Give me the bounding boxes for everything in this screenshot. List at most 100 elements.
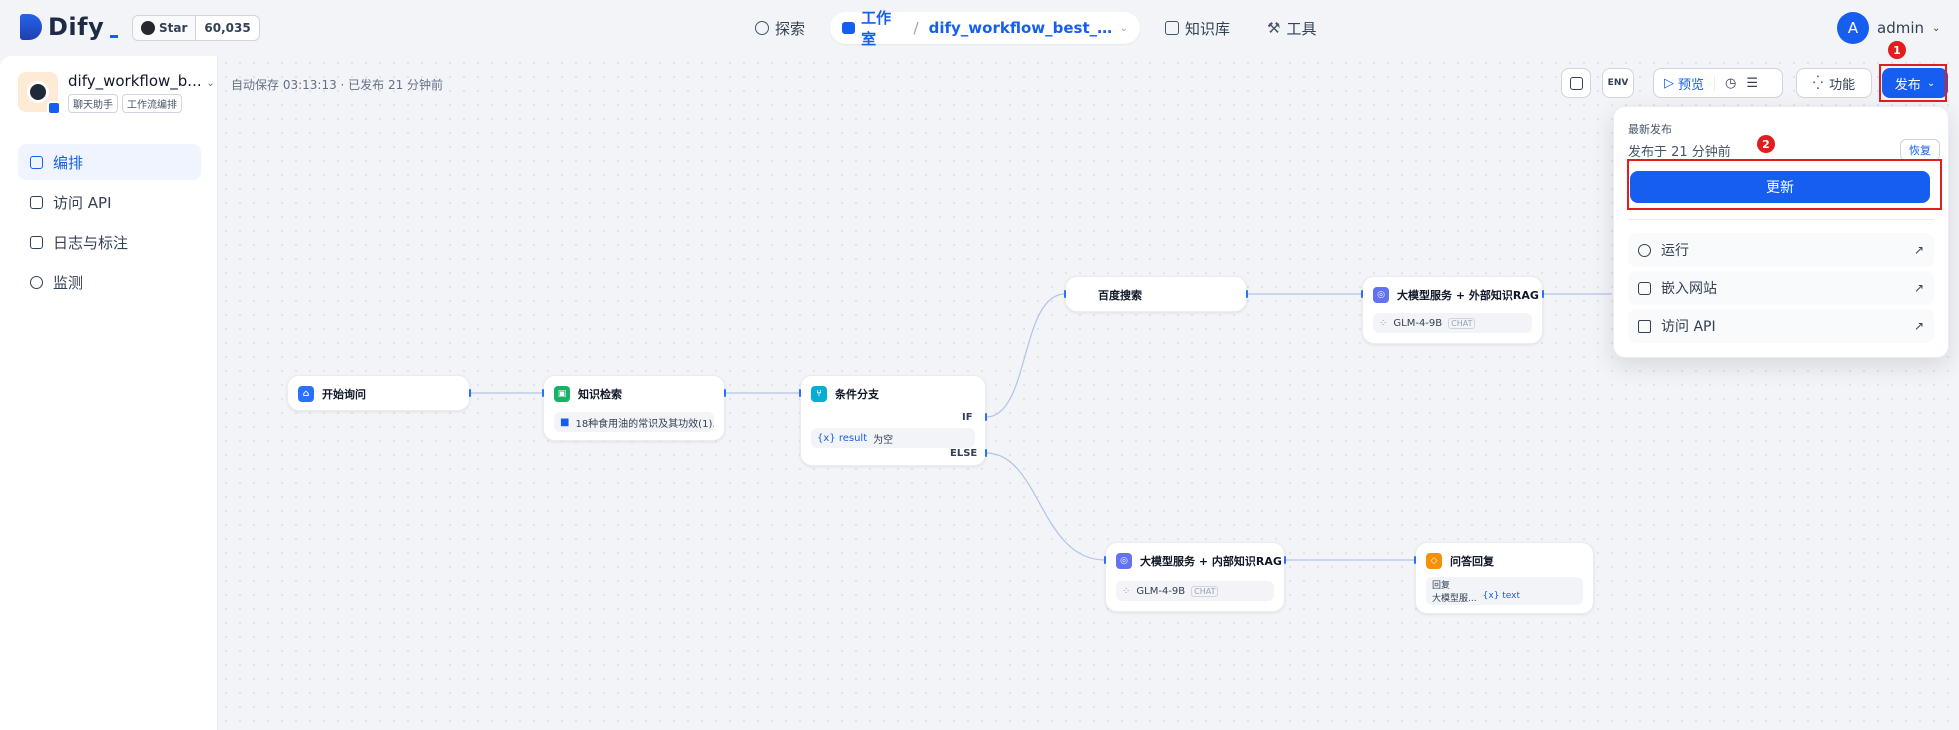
node-handle[interactable] [1542,290,1544,298]
app-info[interactable]: dify_workflow_b... ⌄ 聊天助手 工作流编排 [18,72,215,115]
layout-icon [30,155,43,169]
node-handle[interactable] [1361,290,1363,298]
node-handle[interactable] [985,413,987,421]
user-menu[interactable]: A admin ⌄ [1837,12,1940,44]
edge-if-baidu [985,293,1066,418]
dashboard-icon [30,275,43,289]
highlight-publish [1879,64,1947,102]
sidebar-menu: 编排 访问 API 日志与标注 监测 [18,144,201,304]
home-icon: ⌂ [298,386,314,402]
preview-button[interactable]: ▷预览 [1664,75,1705,93]
node-handle[interactable] [1414,556,1416,564]
node-handle[interactable] [469,389,471,397]
user-name: admin [1877,19,1924,37]
restore-button[interactable]: 恢复 [1900,139,1940,161]
star-count: 60,035 [204,21,251,35]
sidebar-item-label: 监测 [53,273,84,292]
checklist-icon [1569,76,1583,90]
robot-icon [842,22,856,34]
update-button[interactable]: 更新 [1630,171,1930,203]
play-circle-icon [1638,243,1651,257]
answer-label: 回复 [1432,581,1451,591]
node-knowledge-retrieval[interactable]: ▣知识检索 ■18种食用油的常识及其功效(1).... [543,375,725,441]
checklist-button[interactable] [1561,68,1591,98]
node-handle[interactable] [985,449,987,457]
node-handle[interactable] [1284,556,1286,564]
book-icon [1165,21,1179,35]
node-title: 大模型服务 + 外部知识RAG [1397,289,1539,302]
dify-logo-mark [20,14,42,40]
sidebar-item-logs[interactable]: 日志与标注 [18,224,201,260]
answer-var-ref: 大模型服...{x} text [1432,591,1520,604]
publish-button[interactable]: 发布⌄ [1882,68,1948,98]
sidebar-item-monitor[interactable]: 监测 [18,264,201,300]
checklist-list-icon[interactable]: ☰ [1746,75,1759,91]
else-label: ELSE [950,448,978,459]
app-tag: 工作流编排 [122,94,182,113]
nav-knowledge[interactable]: 知识库 [1165,12,1230,44]
latest-publish-title: 最新发布 [1628,123,1672,136]
node-handle[interactable] [724,389,726,397]
env-label: ENV [1607,78,1629,88]
chevron-down-icon: ⌄ [1119,22,1128,34]
play-icon: ▷ [1664,75,1674,91]
published-time: 发布于 21 分钟前 [1628,145,1731,160]
nav-explore[interactable]: 探索 [755,12,805,44]
avatar: A [1837,12,1869,44]
app-name: dify_workflow_b... ⌄ [68,72,215,90]
nav-separator: / [913,19,919,37]
nav-tools-label: 工具 [1286,19,1317,38]
history-icon[interactable]: ◷ [1725,75,1737,91]
logo-underscore [110,34,119,38]
book-open-icon: ▣ [554,386,570,402]
star-label: Star [159,21,188,35]
arrow-up-right-icon: ↗ [1913,319,1924,333]
answer-icon: ◇ [1426,553,1442,569]
github-icon [141,21,155,35]
file-icon [1638,319,1651,333]
node-handle[interactable] [1246,290,1248,298]
nav-studio[interactable]: 工作室 / dify_workflow_best_pra... ⌄ [830,9,1140,48]
nav-studio-label: 工作室 [861,9,892,48]
embed-icon [1638,281,1651,295]
publish-panel: 最新发布 发布于 21 分钟前 恢复 更新 运行 ↗ 嵌入网站 ↗ 访问 API… [1613,106,1949,358]
node-start[interactable]: ⌂开始询问 [287,375,470,411]
embed-website-action[interactable]: 嵌入网站 ↗ [1628,271,1934,305]
hammer-icon: ⚒ [1267,19,1281,37]
dify-logo[interactable]: Dify [20,13,119,41]
autosave-status: 自动保存 03:13:13 · 已发布 21 分钟前 [231,78,444,92]
node-handle[interactable] [799,389,801,397]
nav-tools[interactable]: ⚒ 工具 [1267,12,1316,44]
sidebar-item-api[interactable]: 访问 API [18,184,201,220]
sidebar-item-label: 编排 [53,153,84,172]
run-action[interactable]: 运行 ↗ [1628,233,1934,267]
node-baidu-search[interactable]: 百度搜索 [1065,276,1247,312]
preview-group: ▷预览 ◷ ☰ [1653,68,1783,98]
terminal-icon [30,195,43,209]
node-handle[interactable] [1064,290,1066,298]
sidebar-item-orchestrate[interactable]: 编排 [18,144,201,180]
divider [1628,219,1934,220]
env-button[interactable]: ENV [1602,68,1634,98]
node-title: 条件分支 [835,388,879,401]
divider [1714,75,1716,91]
features-button[interactable]: ⁛功能 [1796,68,1872,98]
node-answer[interactable]: ◇问答回复 回复 大模型服...{x} text [1415,542,1594,614]
app-sidebar: dify_workflow_b... ⌄ 聊天助手 工作流编排 编排 访问 AP… [0,56,218,730]
node-handle[interactable] [1104,556,1106,564]
nav-knowledge-label: 知识库 [1185,19,1231,38]
sidebar-item-label: 访问 API [53,193,112,212]
node-title: 百度搜索 [1098,289,1142,302]
apps-icon: ⁛ [1812,75,1824,91]
node-title: 大模型服务 + 内部知识RAG [1140,555,1282,568]
sidebar-item-label: 日志与标注 [53,233,129,252]
access-api-action[interactable]: 访问 API ↗ [1628,309,1934,343]
github-star-button[interactable]: Star 60,035 [132,15,260,41]
node-handle[interactable] [542,389,544,397]
top-bar: Dify Star 60,035 探索 工作室 / dify_workflow_… [0,0,1959,56]
